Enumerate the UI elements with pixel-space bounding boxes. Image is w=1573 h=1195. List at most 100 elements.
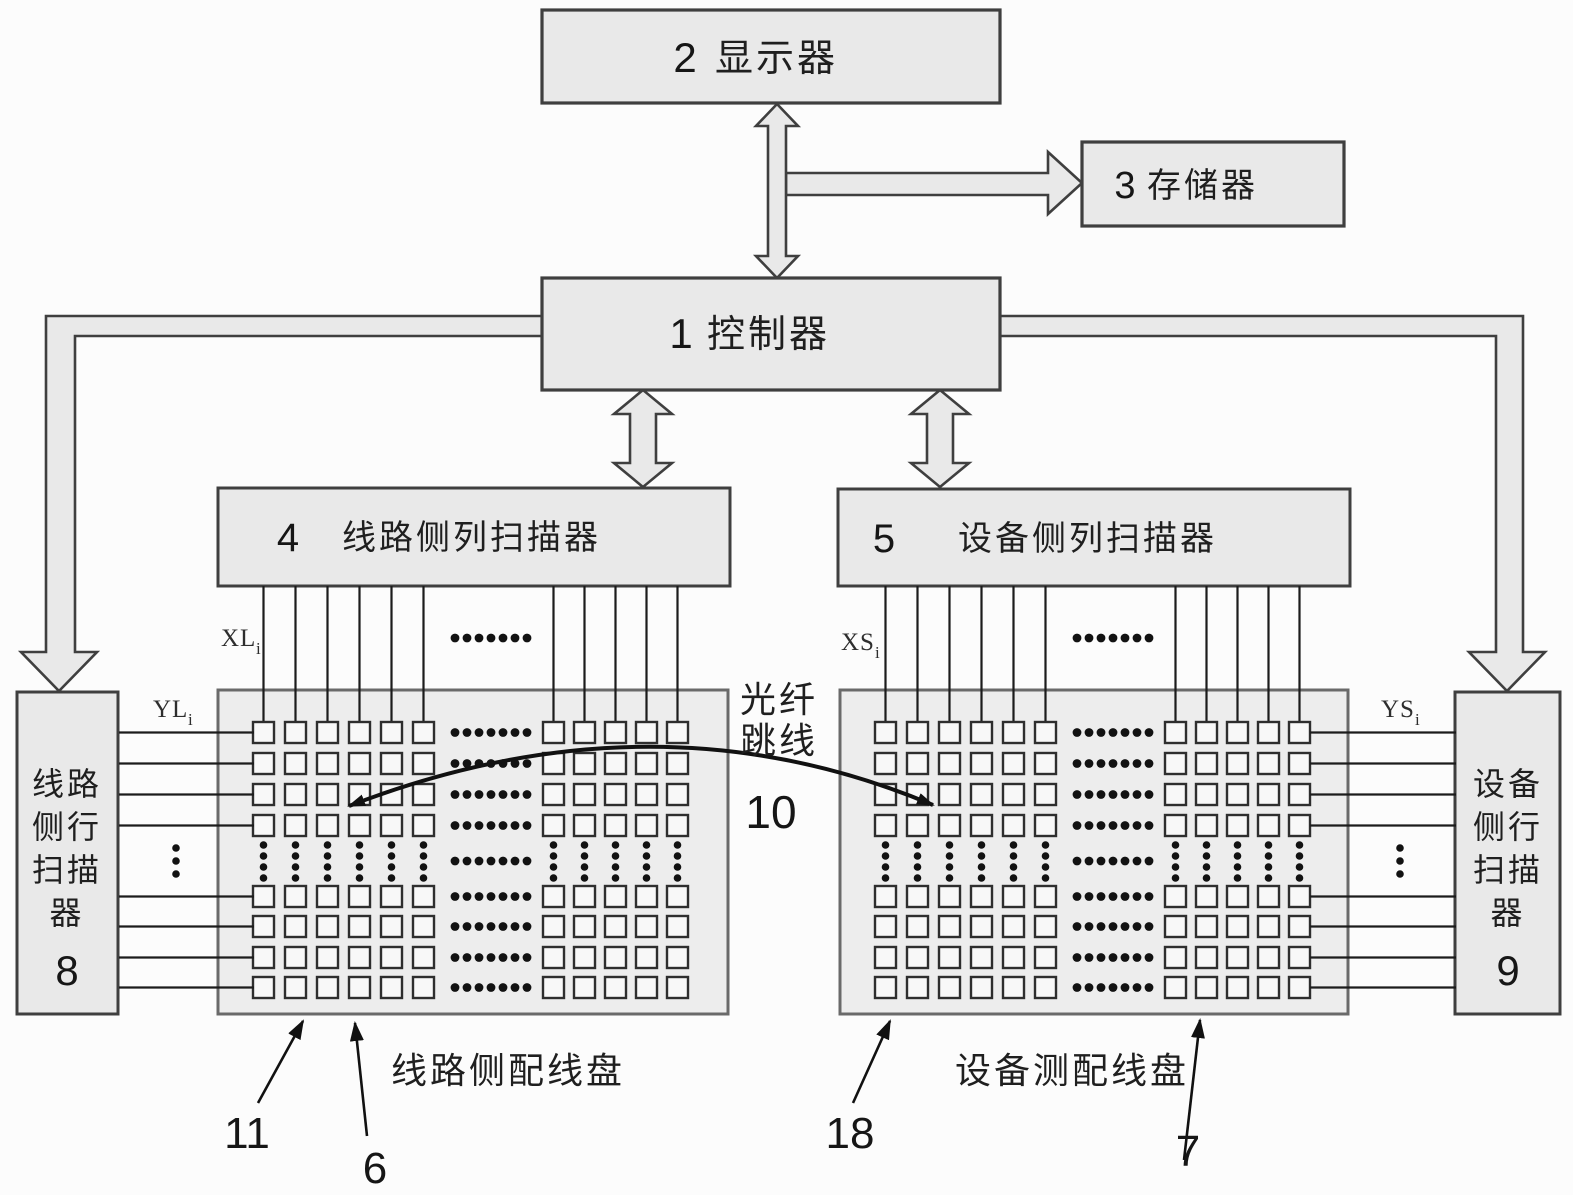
ellipsis-dot	[522, 856, 532, 866]
fiber-port	[411, 720, 436, 745]
ellipsis-dot	[1108, 922, 1118, 931]
ellipsis-dot	[1108, 759, 1118, 768]
ellipsis-dot	[1096, 728, 1106, 737]
fiber-port	[1225, 751, 1250, 776]
ellipsis-dot	[1233, 852, 1242, 860]
fiber-port	[1001, 884, 1026, 909]
fiber-port	[411, 884, 436, 909]
fiber-port	[251, 751, 276, 776]
ellipsis-dot	[419, 841, 428, 849]
fiber-port	[1001, 975, 1026, 1000]
ellipsis-dot	[498, 892, 508, 901]
ellipsis-dot	[510, 856, 520, 866]
line-row-scanner-chars-2: 侧行	[32, 809, 102, 845]
fiber-port	[1256, 813, 1281, 838]
device-row-scanner-chars-1: 设备	[1473, 766, 1543, 802]
fiber-port	[1225, 914, 1250, 939]
device-col-scanner-box	[836, 487, 1352, 588]
fiber-port	[634, 751, 659, 776]
ellipsis-dot	[291, 852, 300, 860]
ellipsis-dot	[642, 841, 651, 849]
ellipsis-dot	[1132, 892, 1142, 901]
fiber-port	[283, 975, 308, 1000]
fiber-port	[572, 884, 597, 909]
fiber-port	[1163, 782, 1188, 807]
fiber-port	[1256, 720, 1281, 745]
ellipsis-dot	[881, 841, 890, 849]
ellipsis-dot	[549, 874, 558, 882]
ellipsis-dot	[486, 821, 496, 830]
ellipsis-dot	[1120, 633, 1130, 643]
ellipsis-dot	[510, 790, 520, 799]
ellipsis-dot	[1132, 983, 1142, 992]
ellipsis-dot	[1144, 728, 1154, 737]
ellipsis-dot	[913, 841, 922, 849]
ellipsis-dot	[977, 841, 986, 849]
ellipsis-dot	[510, 953, 520, 962]
ellipsis-dot	[462, 856, 472, 866]
fiber-port	[572, 914, 597, 939]
fiber-port	[1033, 914, 1058, 939]
wire-label-xl-sub: i	[256, 639, 262, 658]
fiber-port	[873, 813, 898, 838]
ellipsis-dot	[486, 892, 496, 901]
wire-label-xs-base: XS	[841, 629, 875, 656]
ellipsis-dot	[1108, 983, 1118, 992]
fiber-port	[937, 914, 962, 939]
fiber-jumper-label-line2: 跳线	[740, 720, 818, 761]
ellipsis-dot	[1171, 841, 1180, 849]
fiber-port	[1194, 884, 1219, 909]
ellipsis-dot	[1084, 983, 1094, 992]
fiber-port	[905, 884, 930, 909]
ellipsis-dot	[355, 852, 364, 860]
fiber-port	[251, 813, 276, 838]
fiber-port	[1194, 975, 1219, 1000]
line-panel-caption: 线路侧配线盘	[391, 1050, 625, 1091]
ellipsis-dot	[945, 874, 954, 882]
fiber-port	[411, 813, 436, 838]
ellipsis-dot	[913, 874, 922, 882]
fiber-port	[283, 813, 308, 838]
fiber-port	[1287, 884, 1312, 909]
fiber-port	[1033, 945, 1058, 970]
fiber-port	[937, 782, 962, 807]
ellipsis-dot	[1072, 922, 1082, 931]
ellipsis-dot	[1108, 633, 1118, 643]
ellipsis-dot	[419, 874, 428, 882]
ellipsis-dot	[1202, 874, 1211, 882]
fiber-port	[251, 782, 276, 807]
ellipsis-dot	[387, 874, 396, 882]
fiber-port	[1001, 813, 1026, 838]
fiber-port	[283, 914, 308, 939]
ellipsis-dot	[1144, 633, 1154, 643]
fiber-port	[1033, 884, 1058, 909]
wire-label-yl: YL i	[153, 696, 193, 729]
fiber-port	[572, 782, 597, 807]
fiber-port	[665, 884, 690, 909]
ellipsis-dot	[474, 983, 484, 992]
ellipsis-dot	[291, 863, 300, 871]
ellipsis-dot	[1132, 922, 1142, 931]
ellipsis-dot	[945, 841, 954, 849]
wire-label-xs-sub: i	[875, 643, 881, 662]
wire-label-xs: XS i	[841, 629, 881, 662]
line-col-scanner-num: 4	[277, 516, 299, 560]
ellipsis-dot	[1132, 856, 1142, 866]
ellipsis-dot	[1233, 874, 1242, 882]
fiber-port	[603, 945, 628, 970]
ellipsis-dot	[1396, 857, 1404, 865]
ellipsis-dot	[1171, 874, 1180, 882]
ellipsis-dot	[498, 821, 508, 830]
fiber-port	[937, 975, 962, 1000]
ellipsis-dot	[1144, 856, 1154, 866]
ellipsis-dot	[945, 863, 954, 871]
fiber-port	[283, 751, 308, 776]
ellipsis-dot	[611, 874, 620, 882]
ellipsis-dot	[1041, 874, 1050, 882]
fiber-port	[541, 782, 566, 807]
ellipsis-dot	[1120, 759, 1130, 768]
fiber-port	[379, 975, 404, 1000]
ref-7-label: 7	[1176, 1127, 1200, 1176]
ellipsis-dot	[1009, 874, 1018, 882]
